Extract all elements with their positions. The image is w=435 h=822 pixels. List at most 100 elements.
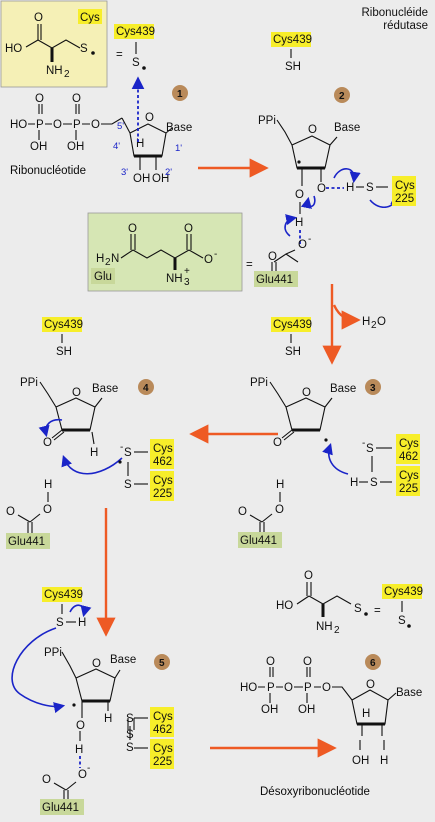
svg-text:S: S (366, 182, 374, 194)
svg-text:S: S (80, 43, 88, 55)
svg-text:O: O (304, 570, 313, 582)
svg-text:O: O (275, 504, 284, 516)
ribonucleotide-label: Ribonucléotide (10, 165, 86, 177)
svg-text:4': 4' (113, 141, 120, 152)
svg-text:O: O (204, 254, 213, 266)
desoxyribonucleotide-label: Désoxyribonucléotide (260, 786, 370, 798)
glu441-carboxylic-acid-3: H O O (238, 479, 284, 534)
equals-sign-3: = (374, 605, 381, 617)
svg-text:OH: OH (30, 141, 47, 153)
svg-text:H: H (362, 316, 370, 328)
svg-text:N: N (111, 253, 119, 265)
svg-text:O: O (298, 239, 307, 251)
cys439-label-2: Cys439 (273, 34, 312, 46)
cys439-label-1: Cys439 (116, 26, 155, 38)
svg-text:5': 5' (117, 121, 124, 132)
step-4-badge: 4 (143, 383, 149, 394)
svg-text:Base: Base (330, 383, 356, 395)
glu-label: Glu (94, 271, 112, 283)
cys225-label-4a: Cys (153, 475, 173, 487)
svg-text:NH: NH (316, 621, 333, 633)
cys225-label-3b: 225 (399, 483, 418, 495)
svg-text:H: H (78, 617, 86, 629)
svg-text:2: 2 (64, 69, 70, 80)
svg-text:O: O (284, 682, 293, 694)
step5-radical-intermediate: PPi O Base O H H (44, 647, 136, 756)
svg-text:Base: Base (92, 383, 118, 395)
svg-text:P: P (73, 119, 81, 131)
svg-text:O: O (184, 223, 193, 235)
glu441-label-2: Glu441 (256, 274, 293, 286)
svg-text:O: O (302, 387, 311, 399)
svg-text:2: 2 (371, 320, 377, 331)
svg-text:S: S (398, 615, 406, 627)
svg-text:O: O (42, 774, 51, 786)
svg-text:P: P (267, 682, 275, 694)
svg-text:O: O (303, 656, 312, 668)
svg-text:O: O (53, 119, 62, 131)
svg-text:NH: NH (166, 273, 183, 285)
svg-text:O: O (322, 682, 331, 694)
ppi-label-4: PPi (20, 377, 38, 389)
cys462-label-4b: 462 (153, 456, 172, 468)
glu441-carboxylate-5: O - O (42, 763, 90, 802)
desoxyribonucleotide-molecule: HO P O P O O OH O OH O Base H OH H (240, 656, 422, 767)
cys439-label-4: Cys439 (44, 319, 83, 331)
step-2-badge: 2 (339, 91, 345, 102)
svg-text:OH: OH (152, 173, 169, 185)
equals-sign-2: = (246, 259, 253, 271)
step-6-badge: 6 (370, 658, 376, 669)
svg-text:3': 3' (121, 167, 128, 178)
cys225-label-3a: Cys (399, 470, 419, 482)
step3-ketyl-intermediate: PPi O Base O (250, 377, 356, 449)
svg-text:H: H (276, 479, 284, 491)
svg-text:HO: HO (10, 119, 27, 131)
svg-text:-: - (362, 438, 365, 449)
svg-text:O: O (6, 506, 15, 518)
svg-text:NH: NH (46, 65, 63, 77)
svg-text:1': 1' (175, 143, 182, 154)
svg-text:-: - (120, 442, 123, 453)
glu441-carboxylate-2: O O - (268, 234, 311, 272)
svg-text:+: + (184, 266, 190, 277)
sh-label-4: SH (56, 346, 72, 358)
svg-text:O: O (91, 119, 100, 131)
cys439-label-3: Cys439 (273, 319, 312, 331)
cys225-label-5b: 225 (153, 756, 172, 768)
svg-text:H: H (380, 755, 388, 767)
cys439-label-6: Cys439 (384, 586, 423, 598)
svg-text:P: P (36, 119, 44, 131)
svg-text:S: S (56, 617, 64, 629)
svg-text:O: O (72, 387, 81, 399)
svg-text:-: - (87, 763, 90, 774)
svg-text:2': 2' (165, 167, 172, 178)
cys462-label-5a: Cys (153, 711, 173, 723)
svg-text:H: H (90, 447, 98, 459)
svg-text:H: H (362, 708, 370, 720)
svg-text:O: O (145, 112, 154, 124)
svg-text:-: - (214, 249, 217, 260)
svg-text:3: 3 (184, 277, 190, 288)
svg-text:S: S (132, 57, 140, 69)
svg-text:O: O (128, 223, 137, 235)
step-3-badge: 3 (370, 383, 376, 394)
step-5-badge: 5 (159, 658, 165, 669)
title-line-2: rédutase (383, 20, 428, 32)
cys439-label-5: Cys439 (44, 589, 83, 601)
sh-label-2: SH (285, 61, 301, 73)
svg-text:OH: OH (133, 173, 150, 185)
svg-text:O: O (76, 720, 85, 732)
svg-text:H: H (96, 253, 104, 265)
svg-text:Base: Base (166, 122, 192, 134)
svg-text:H: H (346, 182, 354, 194)
glu441-label-3: Glu441 (240, 535, 277, 547)
step2-radical-intermediate: PPi O Base O O H H S (258, 115, 388, 229)
svg-text:S: S (124, 479, 132, 491)
svg-text:P: P (304, 682, 312, 694)
equals-sign-1: = (116, 49, 123, 61)
glu441-carboxylic-acid-4: H O O (6, 479, 52, 534)
svg-text:H: H (350, 477, 358, 489)
